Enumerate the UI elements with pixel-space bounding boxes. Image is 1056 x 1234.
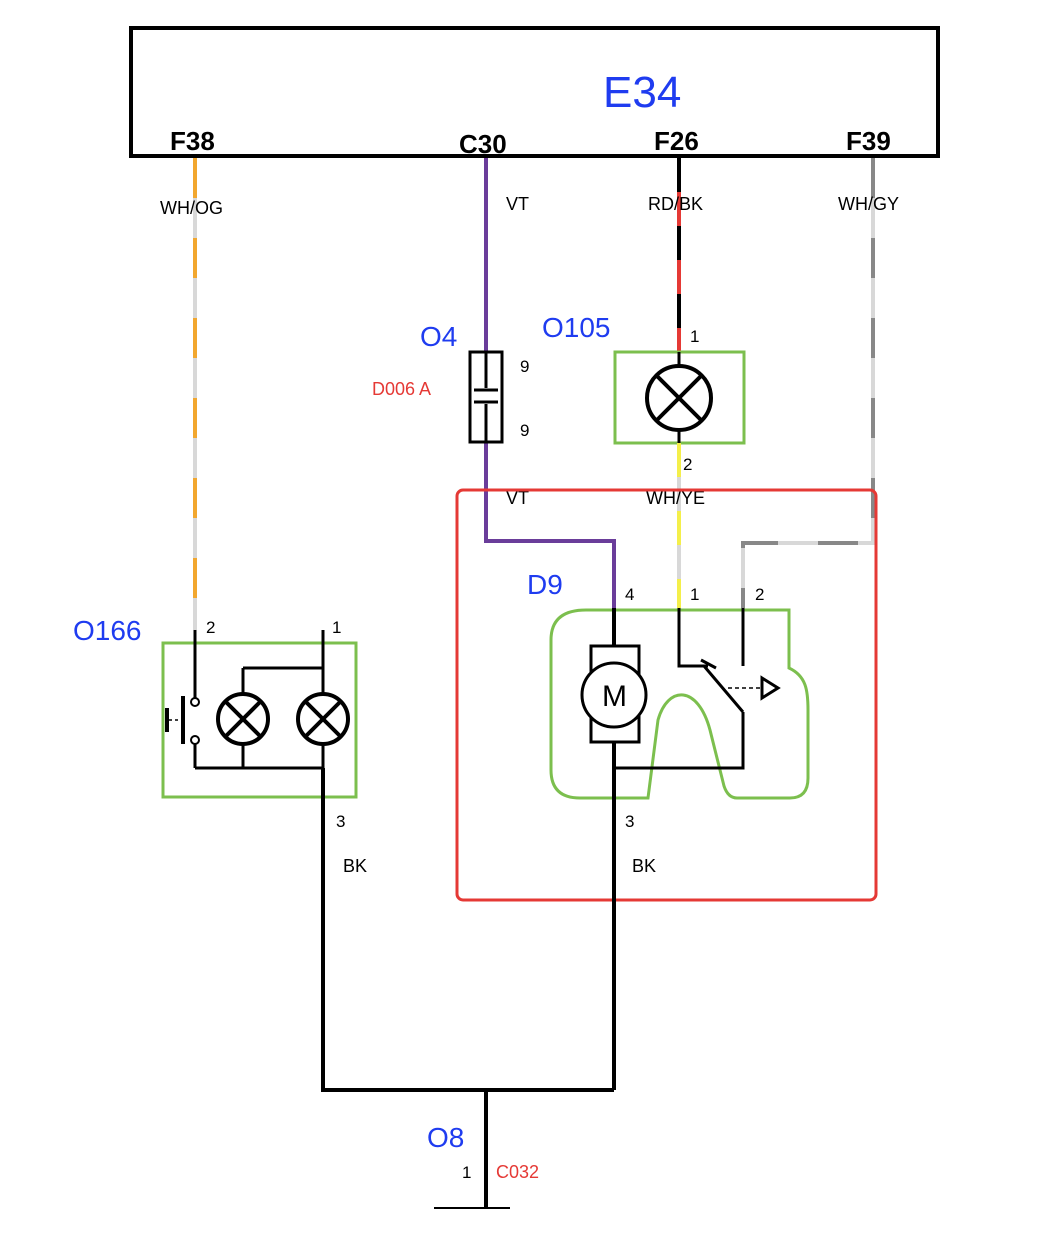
o166-pin-b: 1 xyxy=(332,618,341,637)
wire-f38-label: WH/OG xyxy=(160,198,223,218)
wire-d9-ground-label: BK xyxy=(632,856,656,876)
pin-f26-label: F26 xyxy=(654,126,699,156)
o166-circuit xyxy=(165,630,325,770)
d9-motor-icon xyxy=(580,608,648,1090)
pin-f39-label: F39 xyxy=(846,126,891,156)
o105-pin-in: 1 xyxy=(690,327,699,346)
d9-motor-label: M xyxy=(602,680,627,713)
wire-f39-label: WH/GY xyxy=(838,194,899,214)
wire-c30-label: VT xyxy=(506,194,529,214)
d9-pin-ground: 3 xyxy=(625,812,634,831)
o4-pin-bottom: 9 xyxy=(520,421,529,440)
o166-lamp-right-icon xyxy=(296,692,350,768)
o8-pin: 1 xyxy=(462,1163,471,1182)
o4-label: O4 xyxy=(420,321,457,352)
wire-f39 xyxy=(741,158,875,608)
wire-o166-ground-label: BK xyxy=(343,856,367,876)
o166-lamp-left-icon xyxy=(216,668,270,768)
e34-module-box xyxy=(129,26,940,158)
wire-f26-label: RD/BK xyxy=(648,194,703,214)
o105-label: O105 xyxy=(542,312,611,343)
wire-c30-lower-label: VT xyxy=(506,488,529,508)
o4-pin-top: 9 xyxy=(520,357,529,376)
d9-pin-motor: 4 xyxy=(625,585,634,604)
o166-label: O166 xyxy=(73,615,142,646)
e34-label: E34 xyxy=(603,68,681,117)
d9-highlight-box xyxy=(455,488,878,902)
o166-pin-a: 2 xyxy=(206,618,215,637)
d9-pin-switch-in: 1 xyxy=(690,585,699,604)
d9-outline xyxy=(549,608,810,800)
o4-connector xyxy=(468,350,504,444)
wire-c30 xyxy=(484,158,616,608)
o166-outline xyxy=(161,641,358,799)
pin-c30-label: C30 xyxy=(459,129,507,159)
wire-ground xyxy=(321,768,614,1208)
d9-pin-switch-out: 2 xyxy=(755,585,764,604)
o166-pin-ground: 3 xyxy=(336,812,345,831)
o4-ref-label: D006 A xyxy=(372,379,431,399)
o105-pin-out: 2 xyxy=(683,455,692,474)
pin-f38-label: F38 xyxy=(170,126,215,156)
o105-lamp-icon xyxy=(645,352,713,443)
o8-ref-label: C032 xyxy=(496,1162,539,1182)
d9-label: D9 xyxy=(527,569,563,600)
o8-label: O8 xyxy=(427,1122,464,1153)
wire-o105-out-label: WH/YE xyxy=(646,488,705,508)
d9-switch-icon xyxy=(614,608,781,770)
